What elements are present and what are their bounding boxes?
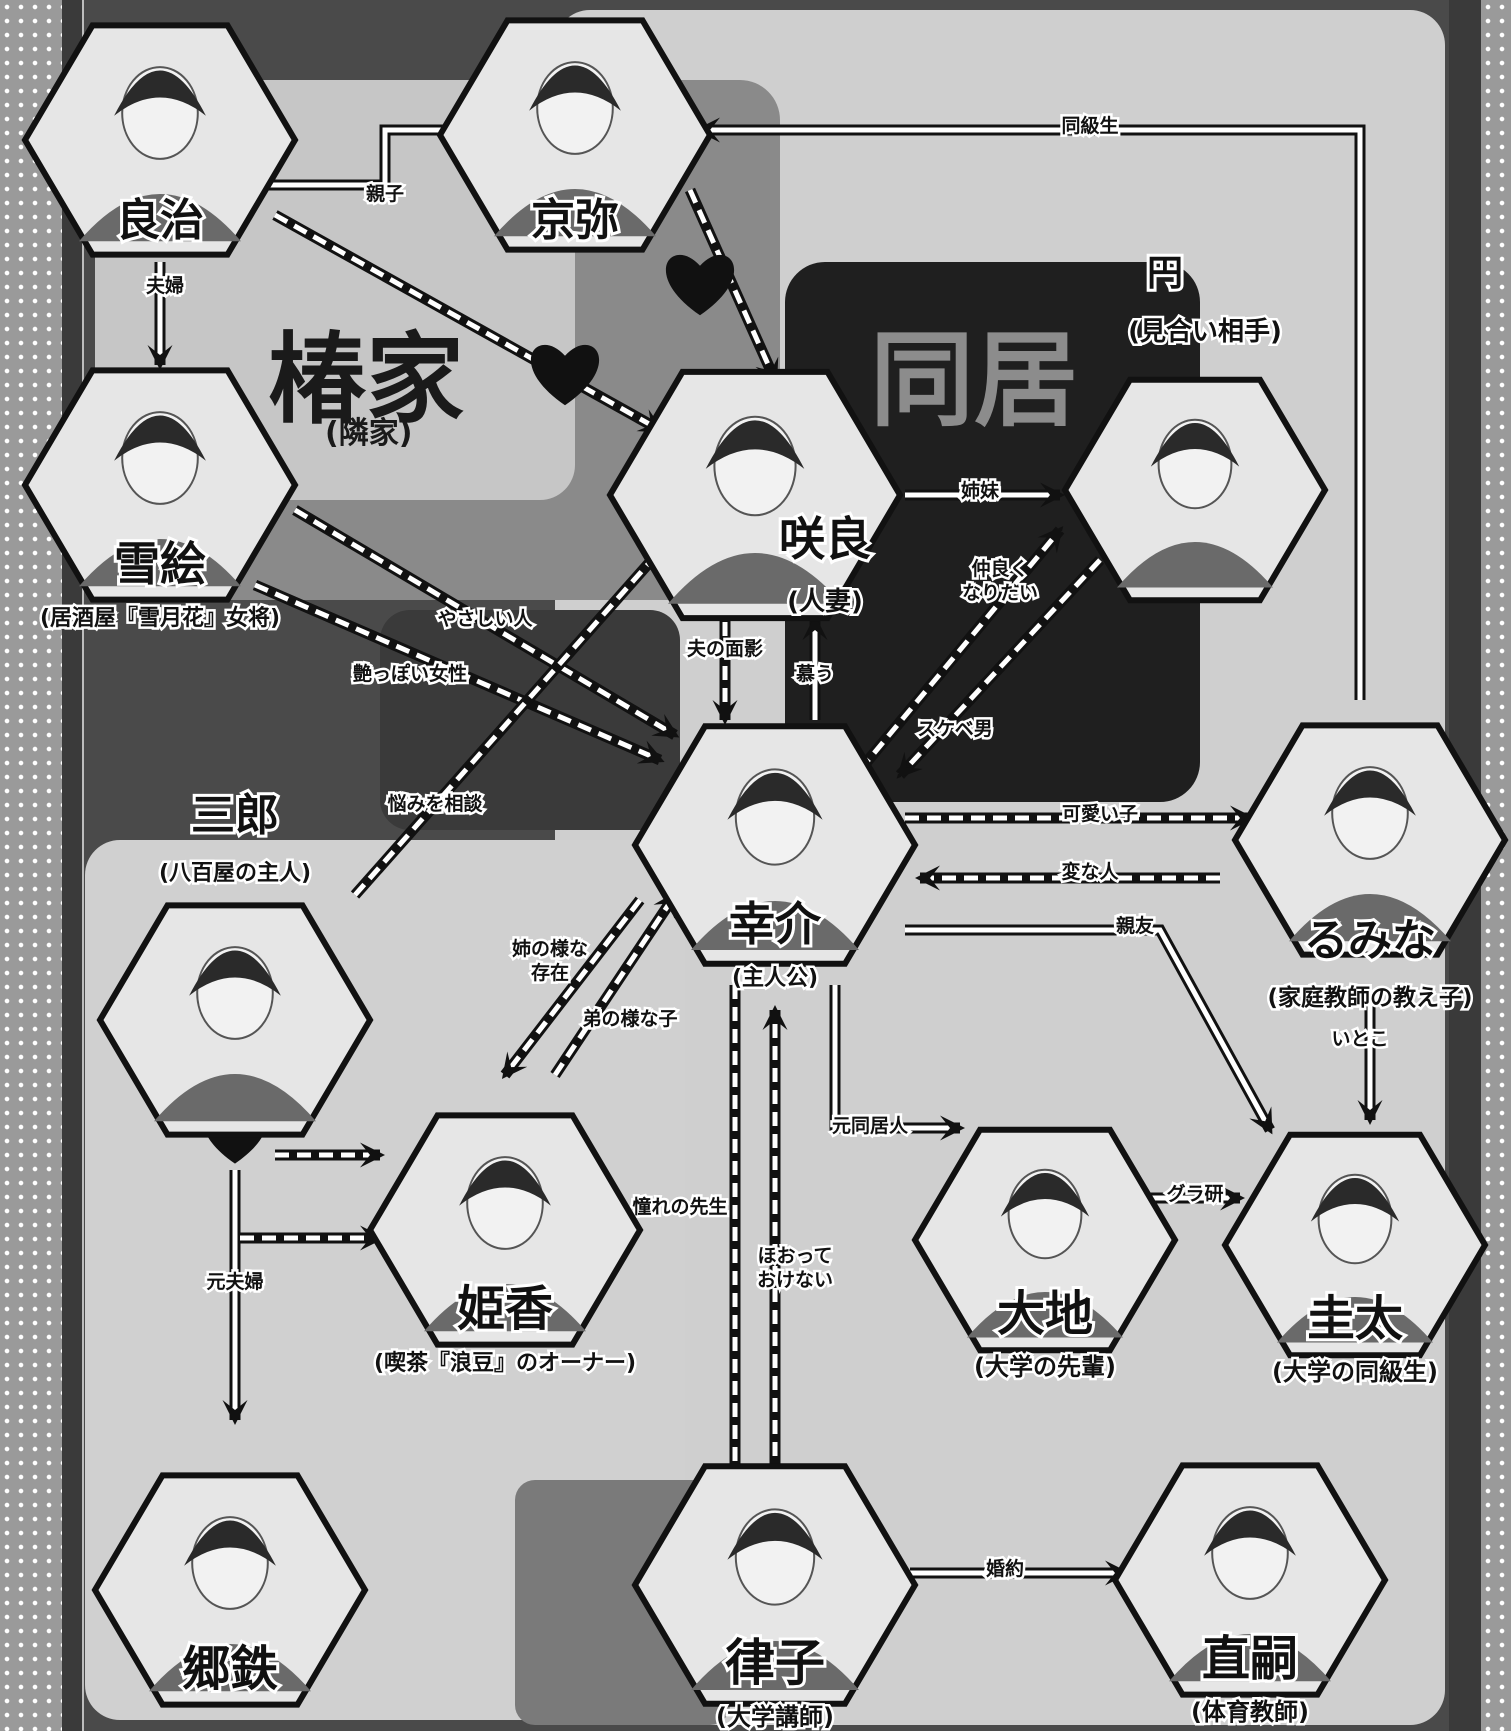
relation-label-yasashii: やさしい人 xyxy=(437,608,533,630)
relation-label-nakayoku: 仲良く xyxy=(971,557,1028,580)
relation-label-doukyuusei: 同級生 xyxy=(1061,114,1118,137)
character-role-himeka: (喫茶『浪豆』のオーナー) xyxy=(374,1350,636,1376)
relation-label-hennahito: 変な人 xyxy=(1061,860,1119,883)
character-name-keita: 圭太 xyxy=(1307,1291,1403,1347)
character-name-naotsugu: 直嗣 xyxy=(1202,1631,1298,1687)
relation-label-nayami: 悩みを相談 xyxy=(387,792,483,815)
character-role-ritsuko: (大学講師) xyxy=(716,1703,834,1731)
relation-label-adoppoi: 艶っぽい女性 xyxy=(353,662,467,685)
character-name-rumina: るみな xyxy=(1304,915,1436,966)
relation-label-hootte: ほおって xyxy=(757,1245,832,1267)
relation-label-nakayoku: なりたい xyxy=(962,582,1038,604)
character-name-madoka: 円 xyxy=(1147,253,1183,294)
relation-label-akogare: 憧れの先生 xyxy=(632,1195,727,1218)
character-role-saburou: (八百屋の主人) xyxy=(159,861,311,886)
zone-subtitle-tsubaki: (隣家) xyxy=(325,408,412,452)
relation-label-guraken: グラ研 xyxy=(1166,1182,1223,1205)
character-role-naotsugu: (体育教師) xyxy=(1191,1698,1309,1726)
character-name-kousuke: 幸介 xyxy=(729,897,822,951)
relation-label-otouto: 弟の様な子 xyxy=(582,1007,677,1030)
relation-label-kawaii: 可愛い子 xyxy=(1062,803,1138,825)
character-role-daichi: (大学の先輩) xyxy=(974,1353,1116,1381)
relation-label-otto: 夫の面影 xyxy=(687,638,763,660)
zone-title-doukyo: 同居 xyxy=(870,295,1078,446)
character-name-kyouya: 京弥 xyxy=(531,195,619,246)
relation-label-shitau: 慕う xyxy=(796,663,834,685)
relation-label-shimai: 姉妹 xyxy=(961,479,1000,502)
character-name-sakura: 咲良 xyxy=(779,512,871,566)
relation-label-konyaku: 婚約 xyxy=(986,1557,1024,1580)
character-role-kousuke: (主人公) xyxy=(732,966,818,991)
relation-label-hootte: おけない xyxy=(757,1269,833,1291)
character-name-saburou: 三郎 xyxy=(191,790,279,841)
relation-label-shinyuu: 親友 xyxy=(1116,914,1154,937)
relation-label-motofuufu: 元夫婦 xyxy=(206,1270,263,1293)
character-name-daichi: 大地 xyxy=(997,1286,1093,1342)
relation-label-fuufu: 夫婦 xyxy=(146,274,184,297)
relation-label-ane: 姉の様な xyxy=(512,937,588,960)
character-role-keita: (大学の同級生) xyxy=(1272,1358,1438,1386)
character-role-rumina: (家庭教師の教え子) xyxy=(1267,984,1472,1011)
relation-label-sukebe: スケベ男 xyxy=(917,718,992,740)
character-role-sakura: (人妻) xyxy=(787,587,863,617)
relation-label-itoko: いとこ xyxy=(1331,1028,1388,1050)
character-name-himeka: 姫香 xyxy=(457,1281,553,1337)
character-role-yukie: (居酒屋『雪月花』女将) xyxy=(40,605,280,631)
character-name-ryouji: 良治 xyxy=(116,195,204,246)
character-name-yukie: 雪絵 xyxy=(114,537,206,591)
relation-label-oyako: 親子 xyxy=(366,182,404,205)
relation-label-motodoukyo: 元同居人 xyxy=(832,1115,909,1137)
character-name-goutetsu: 郷鉄 xyxy=(182,1641,278,1697)
character-name-ritsuko: 律子 xyxy=(725,1634,825,1692)
character-role-madoka: (見合い相手) xyxy=(1128,316,1282,347)
relation-label-ane: 存在 xyxy=(531,961,569,984)
